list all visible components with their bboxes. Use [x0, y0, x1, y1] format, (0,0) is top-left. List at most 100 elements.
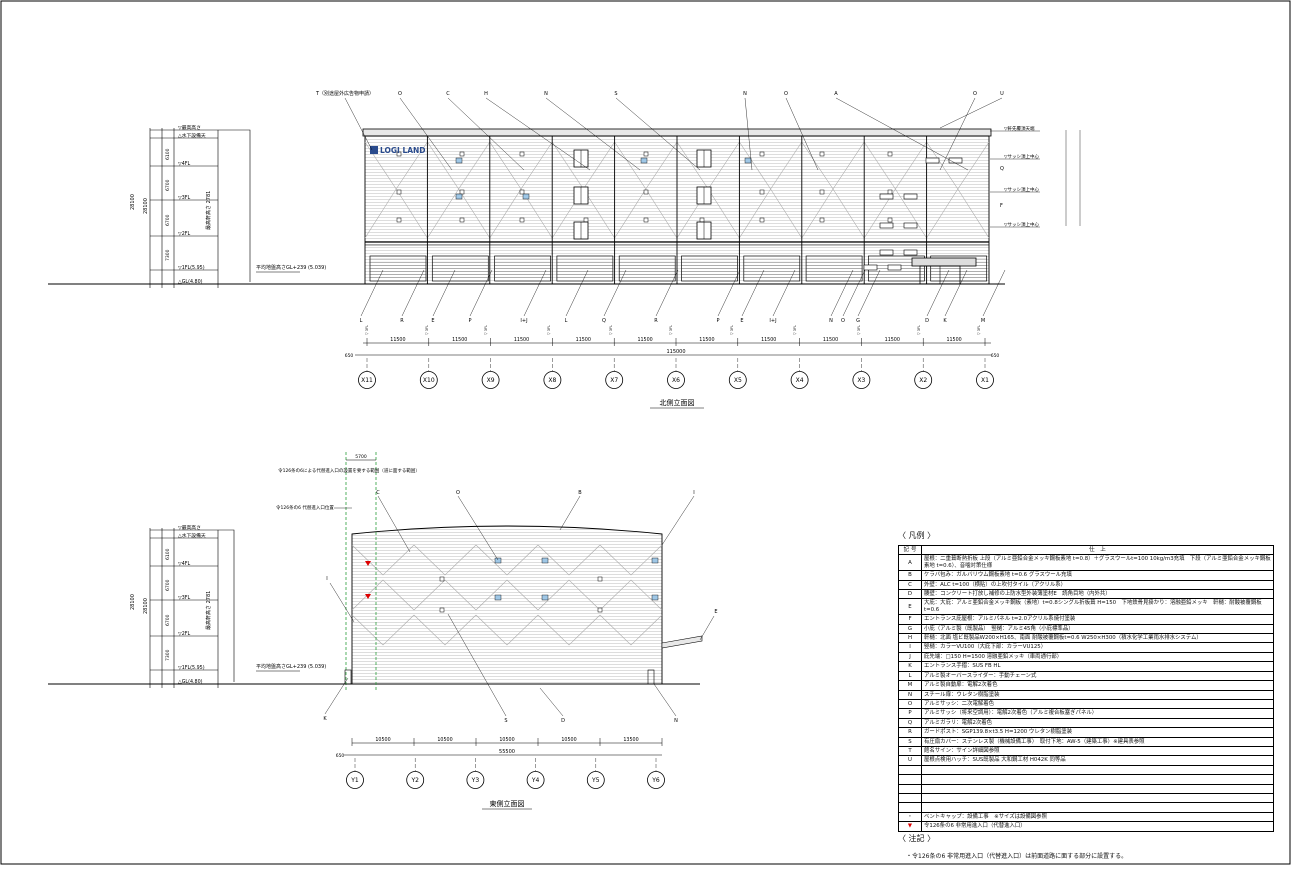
grid-bubble	[543, 371, 562, 389]
legend-title: 〈 凡例 〉	[898, 531, 936, 540]
legend-value: アルミサッシ：二次電解着色	[921, 698, 1274, 710]
leader-line	[982, 269, 1006, 317]
span-dim: 11500	[576, 337, 591, 343]
small-window	[519, 217, 525, 223]
legend-head-key: 記 号	[898, 544, 922, 556]
leader-line	[447, 97, 525, 171]
level-dim: 6700	[165, 614, 171, 626]
window-group	[879, 193, 894, 200]
callout-label: U	[1000, 91, 1004, 97]
callout-label: I	[693, 490, 694, 496]
callout-label: K	[323, 716, 327, 722]
leader-line	[717, 269, 741, 317]
leader-line	[785, 97, 819, 171]
north-diagonal-pattern	[364, 136, 990, 284]
callout-label: F	[1000, 203, 1003, 209]
legend-value: ガードポスト：SGP139.8×t3.5 H=1200 ウレタン樹脂塗装	[921, 727, 1274, 738]
diagonal-line	[599, 579, 663, 611]
right-note: ▽軒先覆頂天端	[1004, 125, 1035, 132]
diagonal-line	[489, 188, 553, 239]
diagonal-line	[413, 614, 477, 646]
legend-key: H	[898, 633, 922, 644]
small-window	[459, 189, 465, 195]
legend-value: ベントキャップ：設備工事 ※サイズは設備図参照	[921, 811, 1274, 823]
legend-value: エントランス手摺：SUS FB HL	[921, 661, 1274, 672]
small-window	[819, 217, 825, 223]
grid-label: X1	[981, 377, 989, 384]
level-tag: ▽ 3FL	[609, 325, 613, 335]
grid-bubble	[667, 371, 685, 389]
leader-line	[772, 269, 796, 317]
grid-bubble	[346, 771, 364, 789]
north-windows	[396, 149, 963, 271]
small-window	[396, 217, 402, 223]
level-label: ▽3FL	[178, 595, 191, 601]
east-total-dim: 55500	[499, 749, 515, 755]
grid-bubble	[406, 771, 425, 789]
callout-label: S	[504, 718, 507, 724]
callout-label: C	[376, 490, 380, 496]
grid-bubble	[647, 771, 665, 789]
callout-label: O	[456, 490, 460, 496]
level-dim: 7300	[165, 649, 171, 661]
legend-key: M	[898, 680, 922, 691]
emergency-entry-mark	[365, 561, 371, 566]
span-dim: 11500	[946, 337, 961, 343]
level-dim: 6100	[165, 148, 171, 160]
leader-line	[539, 687, 564, 717]
legend-row: ▼令126条の6 非常用進入口（代替進入口）	[898, 821, 1274, 832]
diagonal-line	[475, 579, 539, 611]
leader-line	[944, 269, 968, 317]
grid-label: X9	[487, 377, 495, 384]
logo: LOGI LAND	[370, 146, 426, 155]
legend-value	[921, 802, 1274, 813]
east-diagonal-pattern	[351, 544, 663, 646]
grid-bubble	[605, 371, 624, 389]
grid-label: Y3	[471, 777, 480, 784]
span-dim: 10500	[561, 737, 576, 743]
small-window	[887, 151, 893, 157]
grid-label: X7	[610, 377, 618, 384]
legend-value: 令126条の6 非常用進入口（代替進入口）	[921, 821, 1274, 832]
leader-line	[329, 582, 355, 623]
small-window	[643, 217, 649, 223]
grid-label: Y4	[531, 777, 540, 784]
level-tag: ▽ 3FL	[917, 325, 921, 335]
grid-bubble	[526, 771, 545, 789]
level-label: ▽4FL	[178, 161, 191, 167]
level-tag: ▽ 3FL	[730, 325, 734, 335]
leader-line	[830, 269, 854, 317]
legend-header-row: 記 号 仕 上	[898, 544, 1274, 556]
window-group	[887, 264, 902, 271]
leader-line	[469, 269, 493, 317]
vent-window	[541, 557, 549, 564]
legend-key: A	[898, 554, 922, 572]
small-window	[699, 217, 705, 223]
legend-key	[898, 802, 922, 813]
callout-label: I+J	[769, 318, 776, 324]
legend-key: J	[898, 651, 922, 663]
grid-label: X11	[361, 377, 373, 384]
legend-value: 腰壁：コンクリート打放し補修の上防水型外装薄塗材E 読角目地（内外共）	[921, 589, 1274, 600]
leader-line	[545, 97, 641, 171]
legend-key: U	[898, 755, 922, 766]
level-label: ▽1FL(5.95)	[178, 265, 205, 271]
level-tag: ▽ 3FL	[793, 325, 797, 335]
callout-label: H	[484, 91, 488, 97]
legend-key: L	[898, 670, 922, 682]
east-edge: 650	[336, 753, 345, 759]
north-max-height-note: 最高軒高さ 2781	[205, 191, 212, 230]
legend-key: G	[898, 623, 922, 635]
legend-row	[898, 764, 1274, 776]
east-facade	[351, 525, 663, 685]
callout-label: O	[841, 318, 845, 324]
east-zone-note-2: 令126条の6 代替進入口位置	[276, 504, 334, 511]
span-dim: 11500	[823, 337, 838, 343]
east-zone-note: 令126条の6による代替進入口の設置を要する範囲（道に面する範囲）	[278, 467, 420, 474]
level-tag: ▽ 3FL	[425, 325, 429, 335]
vent-window	[651, 557, 659, 564]
